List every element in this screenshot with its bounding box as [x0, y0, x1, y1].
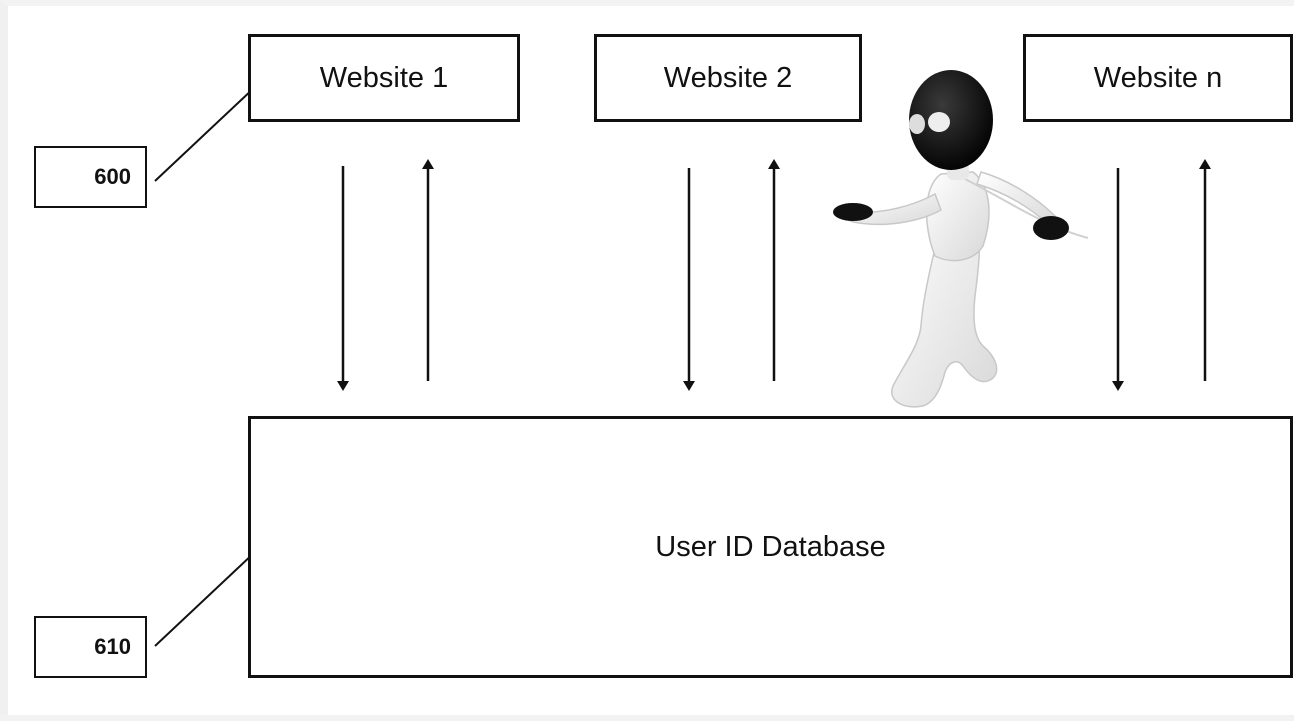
masked-figure-illustration [833, 70, 1089, 408]
user-id-database-box: User ID Database [248, 416, 1293, 678]
website-n-box: Website n [1023, 34, 1293, 122]
website-2-box: Website 2 [594, 34, 862, 122]
reference-box-610: 610 [34, 616, 147, 678]
reference-box-600: 600 [34, 146, 147, 208]
leader-line-600 [154, 85, 257, 182]
website-n-label: Website n [1093, 61, 1223, 94]
website-1-box: Website 1 [248, 34, 520, 122]
database-label: User ID Database [655, 530, 886, 563]
reference-600-label: 600 [94, 164, 131, 189]
reference-610-label: 610 [94, 634, 131, 659]
leader-line-610 [154, 550, 257, 647]
website-2-label: Website 2 [663, 61, 793, 94]
website-1-label: Website 1 [319, 61, 449, 94]
